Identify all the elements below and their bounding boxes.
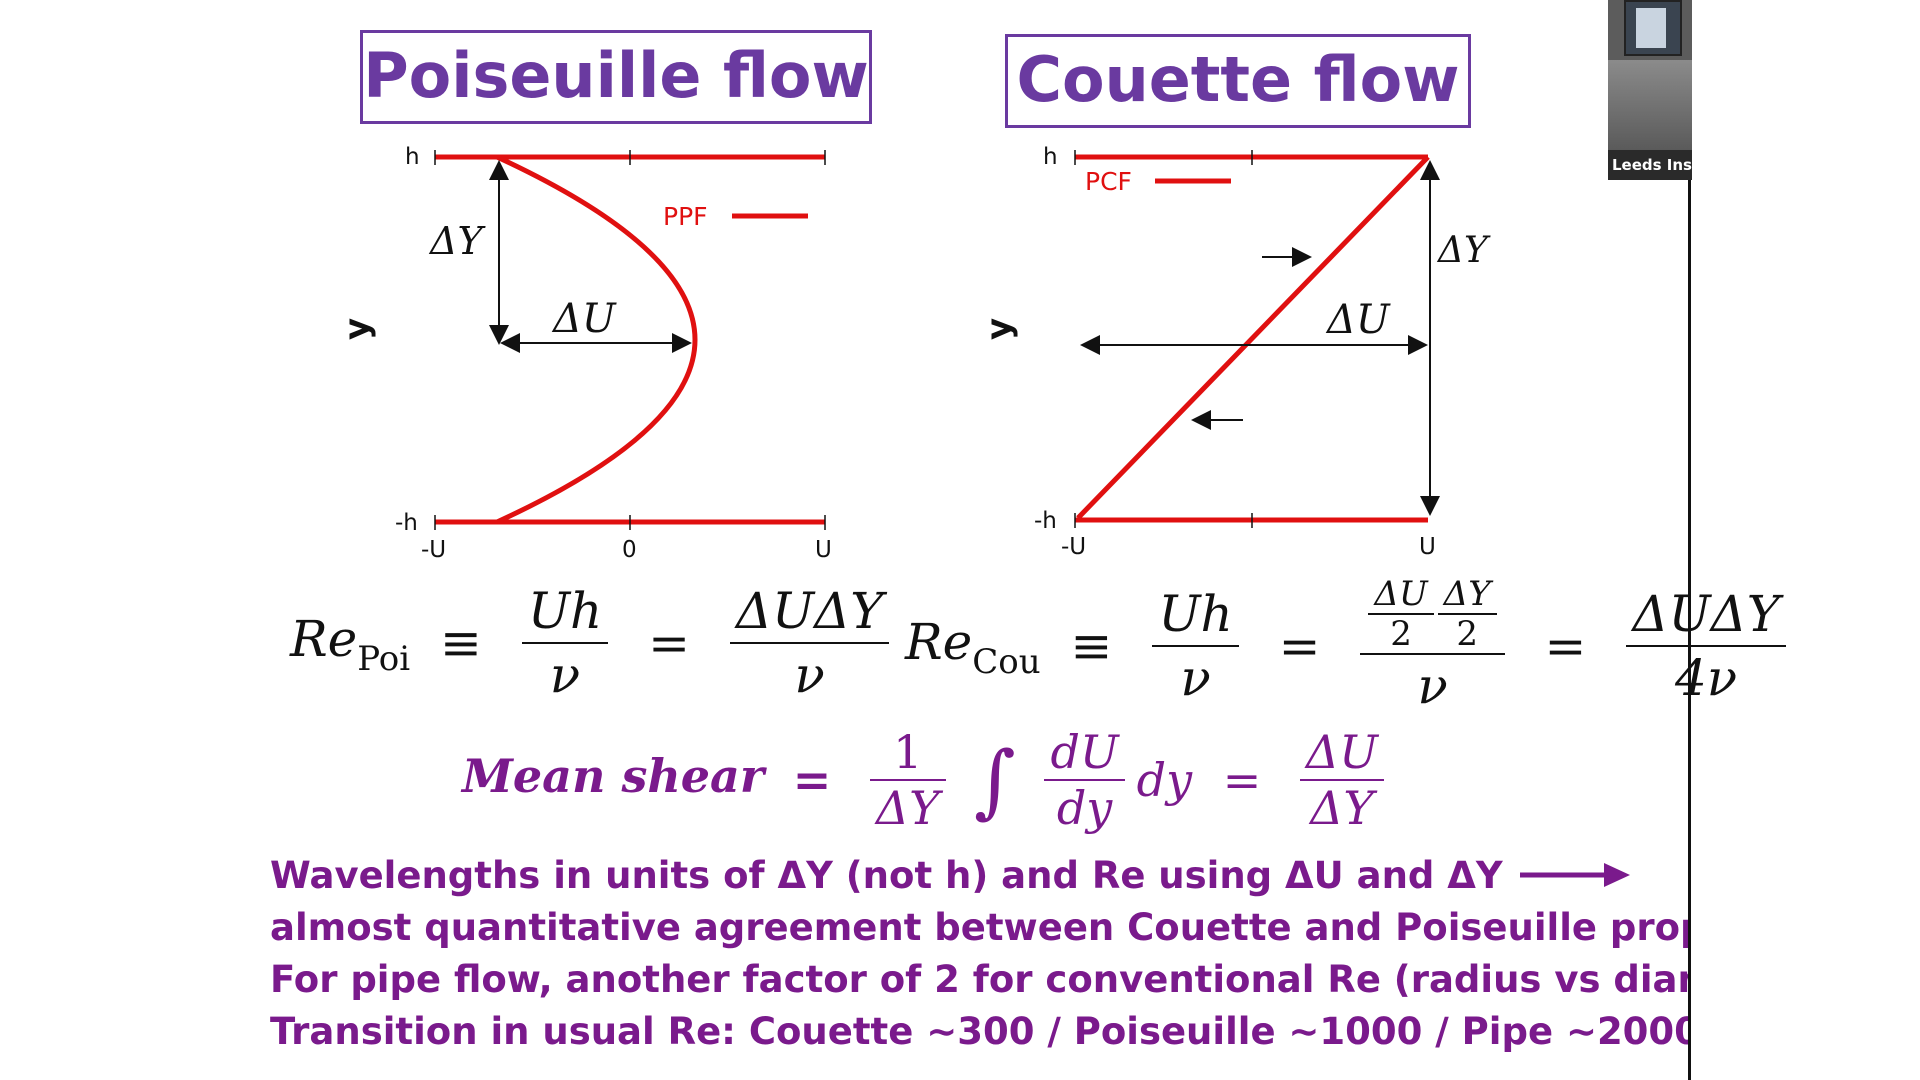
ppf-legend: PPF [663, 202, 708, 231]
mean-shear-den: ΔY [1310, 781, 1374, 835]
re-poi-sub: Poi [357, 639, 411, 679]
mean-shear-label: Mean shear [462, 749, 765, 803]
pcf-delta-u: ΔU [1325, 297, 1391, 343]
pcf-legend: PCF [1085, 167, 1132, 196]
bullet-line: almost quantitative agreement between Co… [270, 902, 1690, 954]
mean-shear-one: 1 [869, 725, 946, 781]
bullet-line: Transition in usual Re: Couette ∼300 / P… [270, 1006, 1690, 1058]
mean-shear-eq1: = [792, 753, 832, 807]
re-cou-inner-den1: 2 [1390, 614, 1412, 654]
participant-name: Leeds Insti [1608, 150, 1692, 180]
pcf-tick-u: U [1419, 534, 1436, 560]
pcf-tick-minus-u: -U [1061, 534, 1086, 560]
re-poi-num2: ΔUΔY [735, 582, 884, 640]
pcf-plot: PCF h -h -U U y ΔY ΔU [979, 144, 1491, 560]
mean-shear-integral: ∫ [974, 733, 1016, 827]
re-cou-inner-num2: ΔY [1443, 574, 1491, 614]
mean-shear-frac3: ΔU ΔY [1299, 725, 1384, 835]
re-poi-equation: RePoi ≡ Uh ν = ΔUΔY ν [290, 580, 899, 706]
ppf-tick-minus-h: -h [395, 510, 418, 536]
re-poi-num1: Uh [527, 582, 603, 640]
mean-shear-equation: Mean shear = 1 ΔY ∫ dU dy dy = ΔU ΔY [462, 725, 1394, 835]
bullet-list: Wavelengths in units of ΔY (not h) and R… [270, 850, 1690, 1058]
ppf-plot: PPF h -h -U 0 U y ΔY ΔU [337, 144, 832, 563]
re-cou-re: Re [905, 613, 973, 671]
pcf-tick-h: h [1043, 144, 1058, 170]
title-poiseuille: Poiseuille flow [360, 30, 872, 124]
re-poi-frac2: ΔUΔY ν [729, 580, 890, 706]
bullet-text: For pipe flow, another factor of 2 for c… [270, 958, 1690, 1001]
title-couette: Couette flow [1005, 34, 1471, 128]
re-poi-re: Re [290, 610, 358, 668]
re-cou-frac2: ΔU 2 ΔY 2 ν [1360, 574, 1505, 717]
re-poi-frac1: Uh ν [521, 580, 609, 706]
right-arrow-icon [1519, 862, 1630, 887]
re-poi-eq: = [648, 614, 690, 672]
re-cou-eq1: = [1278, 617, 1321, 675]
re-cou-inner-frac2: ΔY 2 [1437, 574, 1497, 654]
mean-shear-eq2: = [1222, 753, 1262, 807]
ppf-delta-y: ΔY [428, 219, 486, 263]
re-cou-den-mid: ν [1417, 657, 1448, 715]
ppf-tick-u: U [815, 537, 832, 563]
re-poi-equiv: ≡ [440, 614, 482, 672]
video-participant-tile[interactable]: Leeds Insti [1608, 0, 1692, 180]
pcf-tick-minus-h: -h [1034, 508, 1057, 534]
pcf-delta-y: ΔY [1436, 230, 1491, 271]
re-cou-inner-num1: ΔU [1374, 574, 1428, 614]
mean-shear-den1: ΔY [875, 781, 940, 835]
re-cou-num3: ΔUΔY [1632, 585, 1780, 643]
bullet-text: Wavelengths in units of ΔY (not h) and R… [270, 854, 1503, 897]
mean-shear-dy-den: dy [1056, 781, 1113, 835]
bullet-line: Wavelengths in units of ΔY (not h) and R… [270, 850, 1690, 902]
projector-screen [1624, 0, 1682, 56]
re-poi-den1: ν [549, 646, 581, 704]
bullet-text: Transition in usual Re: Couette ∼300 / P… [270, 1010, 1690, 1053]
ppf-tick-minus-u: -U [421, 537, 446, 563]
ppf-y-label: y [337, 318, 377, 340]
mean-shear-num: ΔU [1305, 725, 1378, 779]
re-cou-equiv: ≡ [1070, 617, 1113, 675]
re-cou-den1: ν [1180, 649, 1211, 707]
bullet-text: almost quantitative agreement between Co… [270, 906, 1690, 949]
re-poi-den2: ν [794, 646, 825, 704]
re-cou-equation: ReCou ≡ Uh ν = ΔU 2 ΔY 2 ν = ΔUΔY 4ν [905, 575, 1796, 717]
re-cou-inner-frac1: ΔU 2 [1368, 574, 1434, 654]
pcf-y-label: y [979, 318, 1019, 340]
re-cou-eq2: = [1544, 617, 1587, 675]
re-cou-inner-den2: 2 [1456, 614, 1478, 654]
mean-shear-frac1: 1 ΔY [869, 725, 946, 835]
mean-shear-dy: dy [1136, 753, 1193, 807]
divider-line [1688, 180, 1691, 1080]
bullet-line: For pipe flow, another factor of 2 for c… [270, 954, 1690, 1006]
ppf-parabola [495, 154, 698, 525]
mean-shear-du: dU [1050, 725, 1119, 779]
ppf-tick-0: 0 [622, 537, 637, 563]
ppf-tick-h: h [405, 144, 420, 170]
ppf-delta-u: ΔU [551, 296, 617, 342]
re-cou-frac3: ΔUΔY 4ν [1626, 583, 1786, 709]
re-cou-num1: Uh [1158, 585, 1233, 643]
re-cou-den3: 4ν [1674, 649, 1738, 707]
re-cou-sub: Cou [972, 642, 1041, 682]
re-cou-frac1: Uh ν [1152, 583, 1239, 709]
mean-shear-frac2: dU dy [1044, 725, 1125, 835]
